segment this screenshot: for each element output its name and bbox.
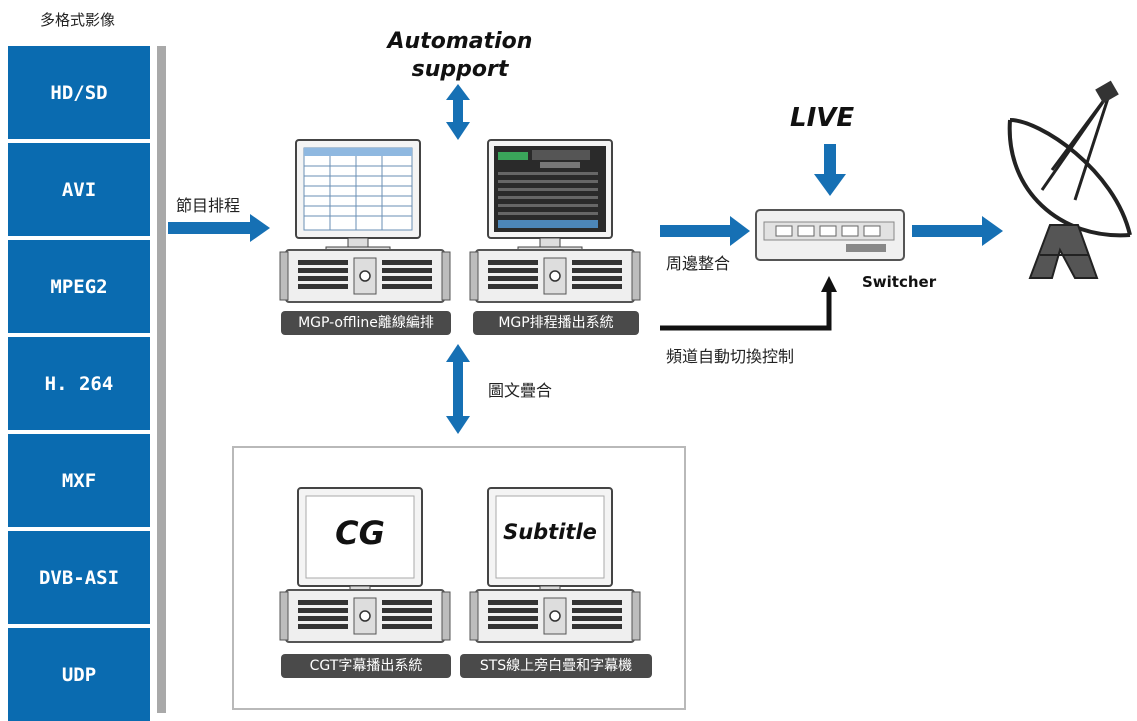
subtitle-screen-label: Subtitle — [503, 520, 597, 544]
peripheral-label: 周邊整合 — [666, 254, 731, 273]
format-item: MPEG2 — [8, 240, 150, 333]
format-item: H. 264 — [8, 337, 150, 430]
offline-system-caption: MGP-offline離線編排 — [281, 311, 451, 335]
format-item: UDP — [8, 628, 150, 721]
playout-system-caption: MGP排程播出系統 — [473, 311, 639, 335]
sts-system-caption: STS線上旁白疊和字幕機 — [460, 654, 652, 678]
format-item: DVB-ASI — [8, 531, 150, 624]
live-label: LIVE — [790, 103, 855, 133]
graphics-overlay-label: 圖文疊合 — [488, 381, 553, 400]
format-item: AVI — [8, 143, 150, 236]
cgt-system-caption: CGT字幕播出系統 — [281, 654, 451, 678]
format-list: HD/SD AVI MPEG2 H. 264 MXF DVB-ASI UDP — [8, 46, 150, 721]
automation-label: Automation support — [387, 29, 533, 82]
channel-switch-label: 頻道自動切換控制 — [666, 347, 795, 366]
format-item: HD/SD — [8, 46, 150, 139]
format-item: MXF — [8, 434, 150, 527]
formats-title: 多格式影像 — [40, 11, 116, 29]
divider-bar — [157, 46, 166, 713]
switcher-label: Switcher — [862, 273, 937, 291]
scheduling-label: 節目排程 — [176, 196, 241, 215]
cg-screen-label: CG — [335, 514, 385, 552]
